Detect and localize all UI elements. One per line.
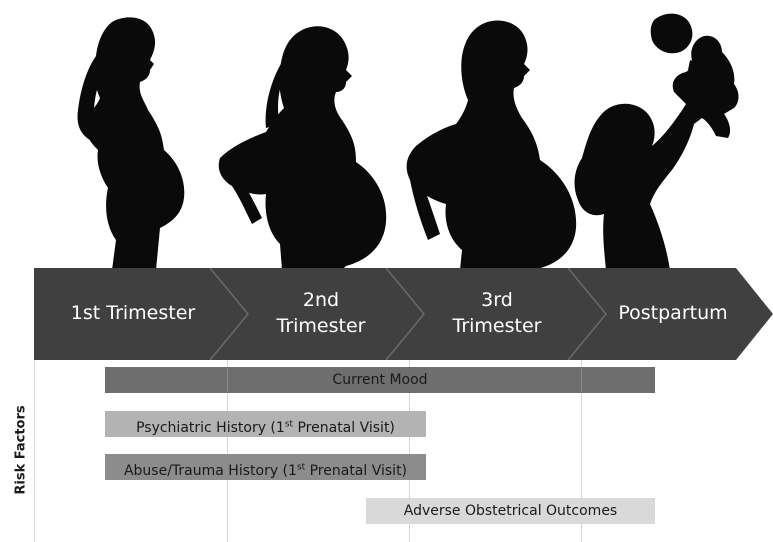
stage-label-2nd-trimester: 2nd Trimester [236, 287, 406, 339]
risk-bar-label: Psychiatric History (1st Prenatal Visit) [136, 420, 395, 436]
stage-guide-line-start [34, 360, 35, 542]
risk-factors-axis-text: Risk Factors [14, 405, 29, 494]
pregnant-woman-2nd-trimester-silhouette [219, 26, 386, 270]
silhouette-illustrations [0, 0, 773, 272]
risk-bar-label: Abuse/Trauma History (1st Prenatal Visit… [124, 463, 407, 479]
risk-bar-abuse-trauma-history: Abuse/Trauma History (1st Prenatal Visit… [105, 454, 426, 480]
risk-factors-axis-label: Risk Factors [11, 440, 31, 460]
stage-label-1st-trimester: 1st Trimester [48, 300, 218, 326]
stage-label-postpartum: Postpartum [588, 300, 758, 326]
bar-stage-marker [581, 367, 582, 393]
pregnant-woman-3rd-trimester-silhouette [407, 20, 577, 270]
pregnant-woman-1st-trimester-silhouette [78, 17, 185, 270]
risk-bar-psychiatric-history: Psychiatric History (1st Prenatal Visit) [105, 411, 426, 437]
risk-bar-label: Current Mood [332, 372, 427, 388]
mother-lifting-baby-silhouette [575, 14, 739, 270]
risk-bar-current-mood: Current Mood [105, 367, 655, 393]
risk-bar-adverse-obstetrical-outcomes: Adverse Obstetrical Outcomes [366, 498, 655, 524]
bar-stage-marker [227, 367, 228, 393]
stage-label-3rd-trimester: 3rd Trimester [412, 287, 582, 339]
risk-bar-label: Adverse Obstetrical Outcomes [404, 503, 617, 519]
